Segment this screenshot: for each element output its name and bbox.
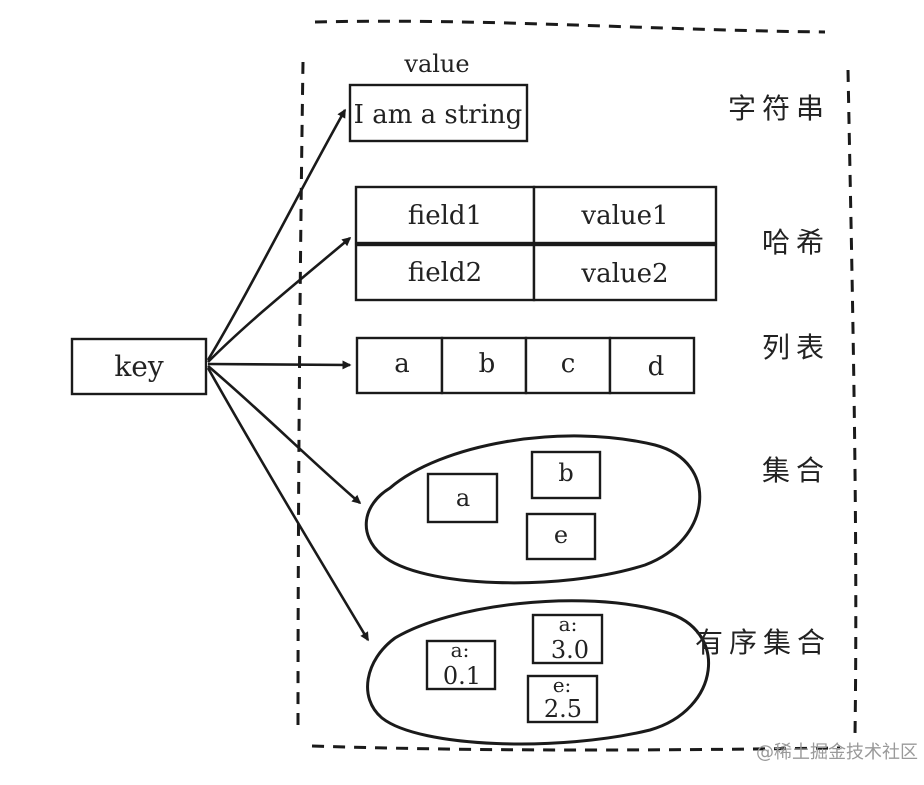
sorted-set-type-label: 有序集合	[695, 626, 831, 659]
zset-member: a:	[559, 612, 578, 636]
key-to-value-arrows	[206, 108, 370, 642]
hash-table: field1 value1 field2 value2	[354, 185, 718, 302]
value-header: value	[403, 50, 469, 78]
zset-member: e:	[553, 673, 572, 697]
list-item: c	[561, 349, 576, 379]
list-items: a b c d	[355, 336, 696, 395]
zset-score: 0.1	[443, 662, 481, 690]
hash-type-label: 哈希	[762, 226, 830, 259]
list-type-label: 列表	[762, 331, 830, 364]
arrow-to-sorted-set	[206, 367, 370, 642]
value-container-boundary	[296, 19, 858, 752]
set-member: a	[456, 484, 470, 512]
string-type-label: 字符串	[728, 92, 830, 125]
string-value: I am a string	[348, 83, 529, 143]
list-item: a	[394, 349, 410, 379]
watermark-text: @稀土掘金技术社区	[756, 742, 918, 763]
zset-score: 2.5	[544, 695, 582, 723]
key-label: key	[114, 350, 164, 383]
arrow-to-set	[207, 365, 362, 504]
list-item: d	[648, 352, 665, 382]
set-member: e	[554, 521, 568, 549]
zset-member: a:	[451, 638, 470, 662]
set-container: a b e	[364, 434, 702, 585]
string-value-text: I am a string	[354, 100, 523, 130]
hash-field-2: field2	[408, 258, 482, 288]
key-node: key	[70, 337, 208, 396]
hash-value-1: value1	[580, 201, 668, 231]
arrow-to-string	[206, 108, 347, 361]
arrow-to-hash	[207, 237, 352, 363]
hash-value-2: value2	[580, 259, 668, 289]
set-member: b	[558, 459, 573, 487]
zset-score: 3.0	[551, 636, 589, 664]
list-item: b	[479, 349, 496, 379]
arrow-to-list	[207, 360, 352, 370]
sorted-set-container: a: 0.1 a: 3.0 e: 2.5	[366, 599, 711, 746]
set-type-label: 集合	[762, 454, 830, 487]
hash-field-1: field1	[408, 201, 482, 231]
